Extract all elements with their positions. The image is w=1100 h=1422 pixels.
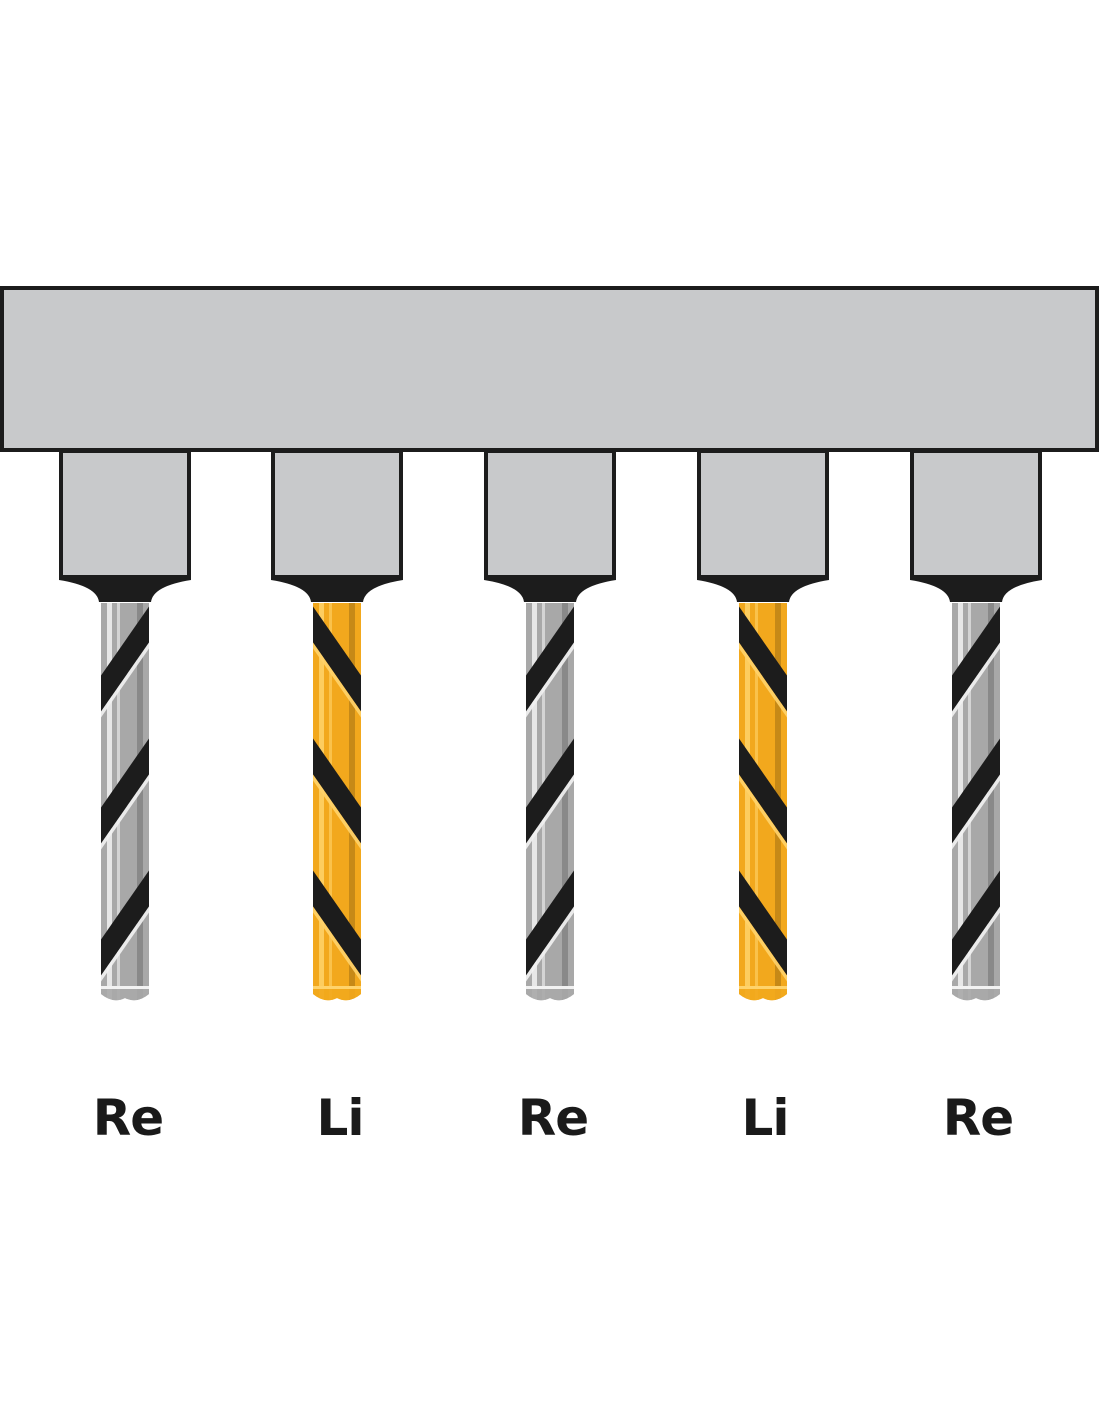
spindle-3 [484, 449, 616, 1001]
spindle-1 [59, 449, 191, 1001]
spindle-5 [910, 449, 1042, 1001]
spindle-4 [697, 449, 829, 1001]
spindle-label-1: Re [92, 1089, 164, 1147]
chuck-collar [697, 577, 829, 602]
spindle-block [271, 449, 403, 579]
left-hand-drill-bit [739, 603, 787, 1001]
spindle-label-2: Li [316, 1089, 365, 1147]
right-hand-drill-bit [952, 603, 1000, 1001]
spindle-block [484, 449, 616, 579]
chuck-collar [271, 577, 403, 602]
spindle-block [59, 449, 191, 579]
spindle-group [59, 449, 1042, 1001]
chuck-collar [484, 577, 616, 602]
left-hand-drill-bit [313, 603, 361, 1001]
right-hand-drill-bit [101, 603, 149, 1001]
chuck-collar [910, 577, 1042, 602]
spindle-block [697, 449, 829, 579]
spindle-label-5: Re [942, 1089, 1014, 1147]
spindle-label-4: Li [741, 1089, 790, 1147]
chuck-collar [59, 577, 191, 602]
spindle-block [910, 449, 1042, 579]
right-hand-drill-bit [526, 603, 574, 1001]
spindle-2 [271, 449, 403, 1001]
spindle-label-3: Re [517, 1089, 589, 1147]
gear-housing [0, 286, 1099, 452]
